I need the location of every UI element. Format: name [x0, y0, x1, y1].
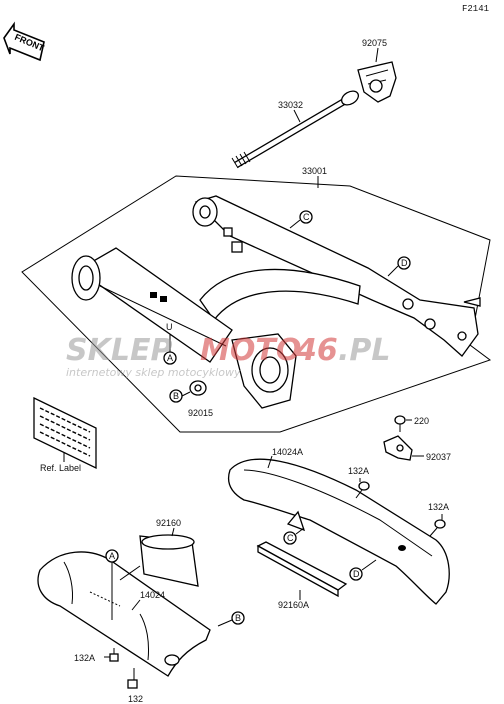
part-label-92160A: 92160A	[278, 600, 309, 610]
marker-a-top	[163, 351, 177, 365]
part-label-33001: 33001	[302, 166, 327, 176]
part-label-132A-right: 132A	[428, 502, 449, 512]
watermark: SKLEP MOTO 46 .PL internetowy sklep moto…	[66, 333, 391, 379]
bolt-132A-lower-icon	[109, 648, 119, 662]
svg-text:B: B	[173, 391, 179, 401]
svg-text:A: A	[109, 551, 115, 561]
marker-b-bottom	[231, 611, 245, 625]
front-arrow-icon: FRONT	[3, 21, 46, 62]
diagram-code: F2141	[462, 4, 489, 14]
part-label-132: 132	[128, 694, 143, 704]
part-label-132A-middle: 132A	[348, 466, 369, 476]
part-label-92015: 92015	[188, 408, 213, 418]
svg-text:C: C	[303, 212, 310, 222]
part-label-92075: 92075	[362, 38, 387, 48]
marker-a-bottom	[105, 549, 119, 563]
pivot-shaft-33032-icon	[231, 90, 360, 169]
chain-guard-14024-icon	[37, 551, 211, 677]
part-label-33032: 33032	[278, 100, 303, 110]
clamp-92037-icon	[383, 435, 413, 461]
marker-c-bottom	[283, 531, 297, 545]
svg-text:B: B	[235, 613, 241, 623]
grease-u-mark: U	[166, 322, 173, 332]
bolt-132A-right-icon	[429, 519, 446, 537]
part-label-92037: 92037	[426, 452, 451, 462]
part-label-14024: 14024	[140, 590, 165, 600]
svg-text:D: D	[401, 258, 408, 268]
marker-c-top	[299, 210, 313, 224]
marker-d-top	[397, 256, 411, 270]
chain-cover-14024A-icon	[227, 458, 450, 605]
svg-text:.PL: .PL	[338, 333, 391, 368]
collar-92075-icon	[357, 61, 397, 103]
svg-text:MOTO: MOTO	[200, 333, 301, 368]
ref-label-icon	[33, 396, 97, 470]
pad-92160A-icon	[256, 541, 348, 598]
svg-text:internetowy sklep motocyklowy: internetowy sklep motocyklowy	[66, 366, 241, 379]
part-label-92160: 92160	[156, 518, 181, 528]
part-label-220: 220	[414, 416, 429, 426]
marker-d-bottom	[349, 567, 363, 581]
pad-92160-icon	[139, 534, 199, 587]
bolt-132-icon	[127, 668, 138, 689]
bolt-132A-middle-icon	[355, 481, 370, 499]
screw-220-icon	[394, 415, 406, 432]
part-label-132A-lower: 132A	[74, 653, 95, 663]
svg-text:D: D	[353, 569, 360, 579]
ref-label-text: Ref. Label	[40, 463, 81, 473]
swing-arm-33001-icon	[71, 195, 481, 409]
svg-text:C: C	[287, 533, 294, 543]
svg-text:SKLEP: SKLEP	[66, 333, 172, 368]
svg-text:A: A	[167, 353, 173, 363]
part-label-14024A: 14024A	[272, 447, 303, 457]
svg-text:46: 46	[295, 333, 338, 368]
assembly-outline	[21, 175, 492, 433]
